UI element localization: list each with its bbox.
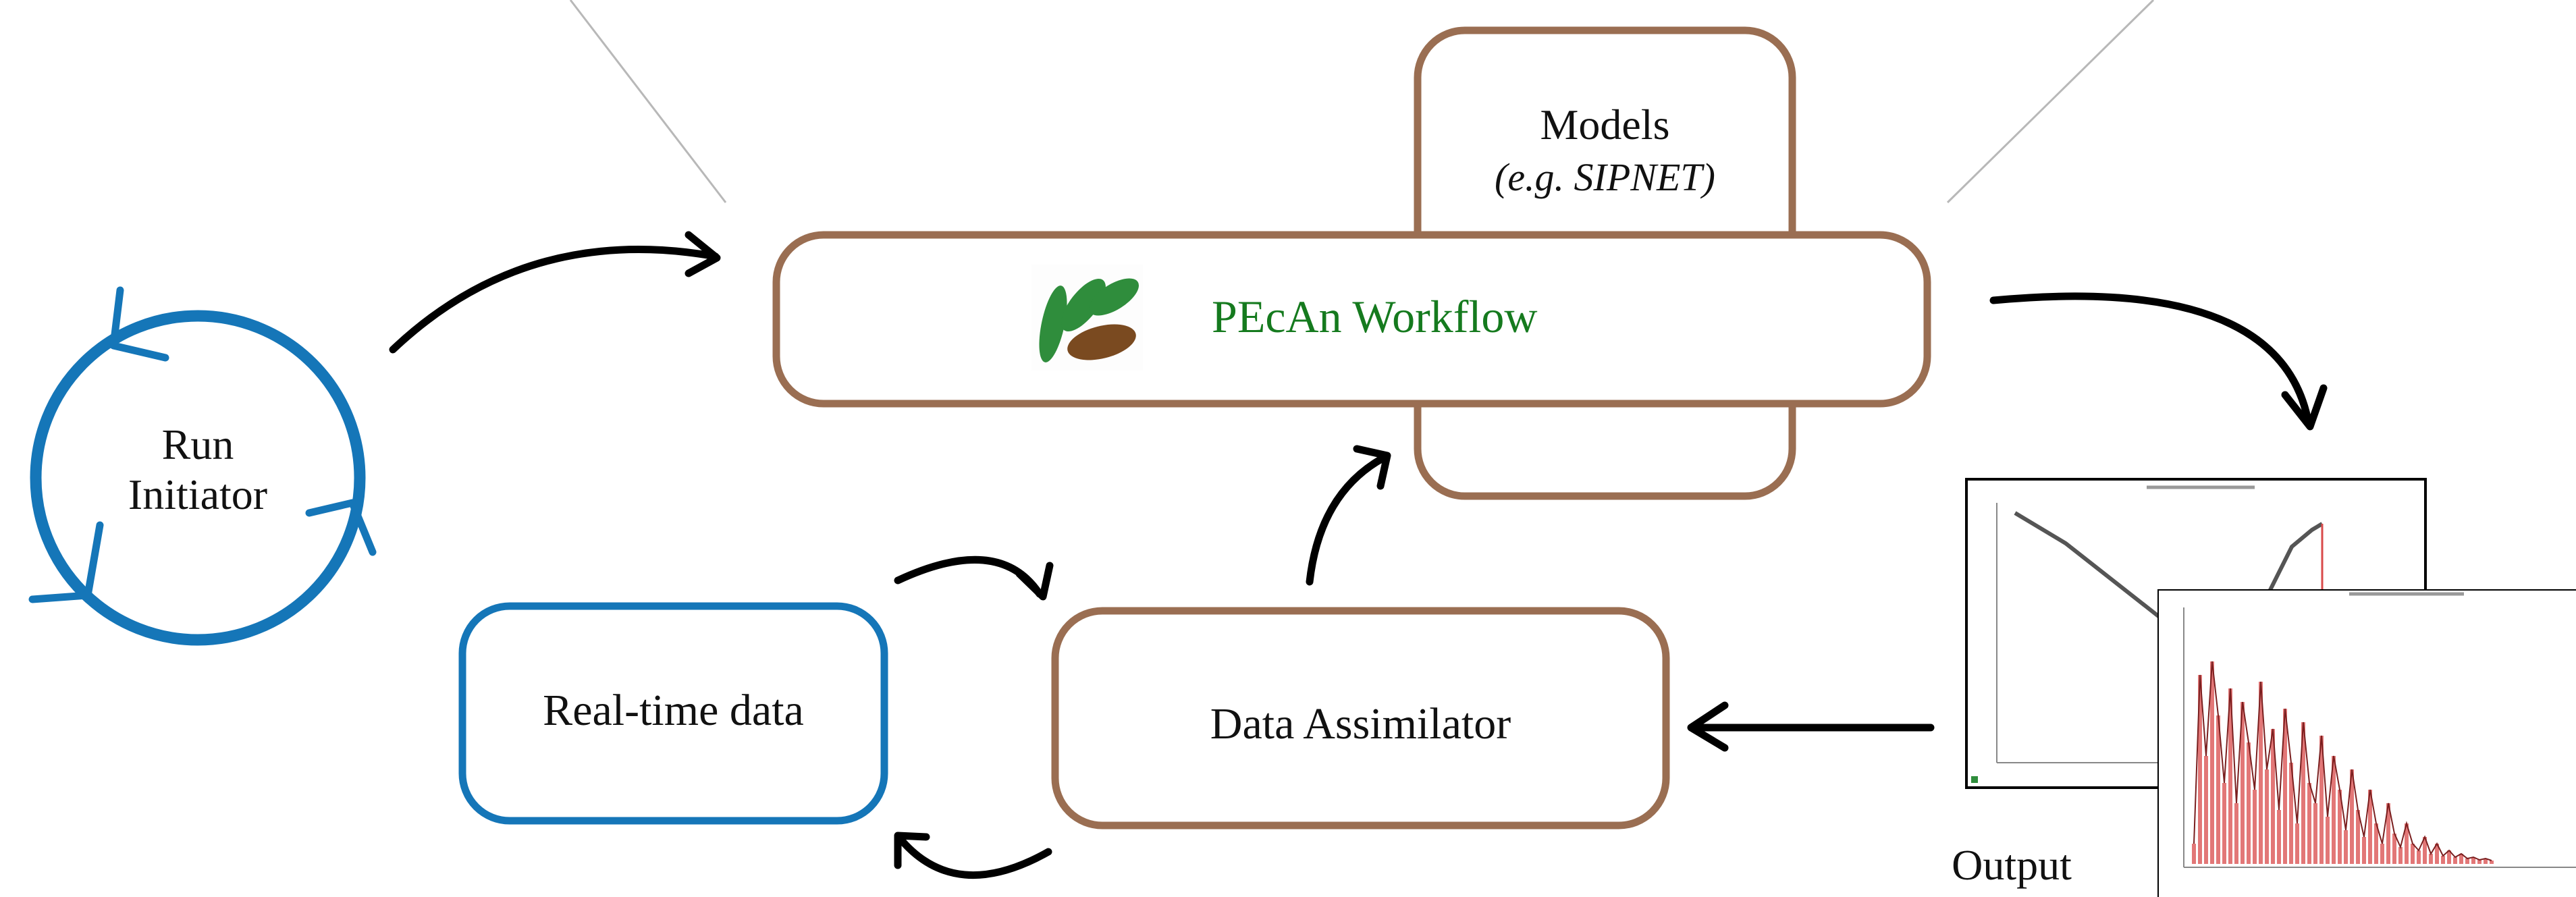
arrow-realtime-to-assimilator (894, 555, 1054, 601)
cycle-tick-right (305, 499, 377, 556)
real-time-data-box[interactable] (458, 602, 888, 825)
arrow-workflow-to-output (1989, 292, 2328, 431)
workflow-label: PEcAn Workflow (1212, 291, 1538, 342)
run-initiator-label: Run Initiator (86, 420, 309, 519)
output-chart-2-series-line (2193, 661, 2492, 861)
arrow-initiator-to-workflow (389, 231, 721, 354)
run-initiator-line-2: Initiator (128, 470, 268, 518)
guide-line-left (569, 0, 727, 203)
models-title: Models (1540, 101, 1670, 148)
data-assimilator-label: Data Assimilator (1210, 699, 1511, 749)
cycle-tick-top (109, 286, 169, 362)
models-example: (e.g. SIPNET) (1495, 155, 1715, 199)
output-chart-thumbnail-2 (2157, 589, 2576, 897)
arrow-assimilator-to-realtime (894, 832, 1052, 879)
cycle-tick-bottom (28, 521, 104, 603)
guide-line-right (1946, 0, 2155, 204)
run-initiator-circle[interactable] (30, 310, 366, 646)
arrow-output-to-assimilator (1687, 701, 1935, 752)
data-assimilator-box[interactable] (1051, 607, 1670, 830)
real-time-data-label: Real-time data (543, 686, 804, 735)
output-label: Output (1952, 841, 2072, 889)
run-initiator-line-1: Run (161, 420, 234, 468)
arrow-assimilator-to-workflow (1306, 445, 1391, 586)
pecan-leaf-icon (1031, 265, 1143, 371)
